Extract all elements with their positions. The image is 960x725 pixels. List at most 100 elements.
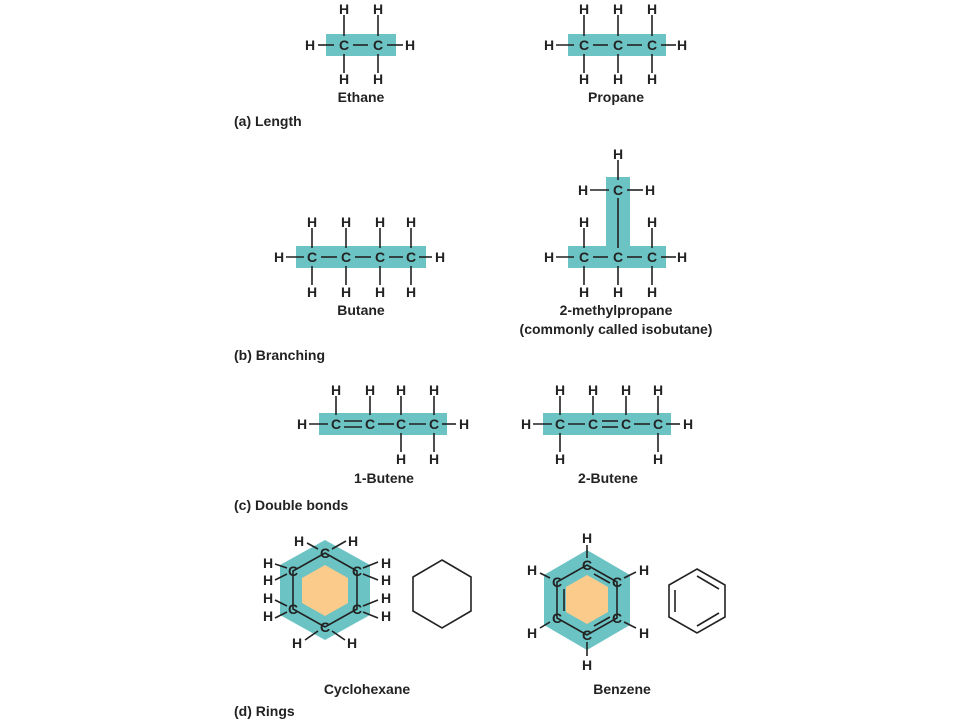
atom-h: H xyxy=(588,382,598,398)
atom-h: H xyxy=(555,382,565,398)
atom-h: H xyxy=(263,590,273,606)
isobutane-label-line2: (commonly called isobutane) xyxy=(520,321,713,337)
atom-c: C xyxy=(653,416,663,432)
atom-h: H xyxy=(348,533,358,549)
atom-c: C xyxy=(613,182,623,198)
atom-c: C xyxy=(612,574,622,590)
atom-h: H xyxy=(653,382,663,398)
atom-h: H xyxy=(647,1,657,17)
atom-c: C xyxy=(352,563,362,579)
atom-h: H xyxy=(381,590,391,606)
isobutane-label-line1: 2-methylpropane xyxy=(560,302,673,318)
benzene-structure: C C C C C C H H H H H H xyxy=(527,530,649,673)
atom-h: H xyxy=(341,214,351,230)
atom-h: H xyxy=(396,382,406,398)
atom-h: H xyxy=(647,71,657,87)
atom-c: C xyxy=(579,249,589,265)
atom-h: H xyxy=(613,284,623,300)
cyclohexane-skeletal-hexagon xyxy=(412,559,472,629)
atom-c: C xyxy=(331,416,341,432)
atom-h: H xyxy=(307,214,317,230)
atom-h: H xyxy=(263,555,273,571)
atom-h: H xyxy=(579,214,589,230)
atom-h: H xyxy=(578,182,588,198)
atom-c: C xyxy=(588,416,598,432)
isobutane-structure: H H C H H H H C C C H H H H 2-methylprop… xyxy=(520,146,713,337)
atom-h: H xyxy=(381,608,391,624)
section-double-bonds-label: (c) Double bonds xyxy=(234,497,349,513)
atom-c: C xyxy=(307,249,317,265)
atom-h: H xyxy=(297,416,307,432)
atom-h: H xyxy=(639,562,649,578)
cyclohexane-label: Cyclohexane xyxy=(324,681,411,697)
atom-h: H xyxy=(396,451,406,467)
cyclohexane-ring-bonds xyxy=(292,552,358,628)
atom-c: C xyxy=(612,610,622,626)
cyclohexane-structure: C C C C C C H H H H H H H H H H H H xyxy=(263,533,391,651)
atom-h: H xyxy=(294,533,304,549)
atom-h: H xyxy=(527,562,537,578)
atom-h: H xyxy=(429,382,439,398)
atom-h: H xyxy=(613,71,623,87)
atom-h: H xyxy=(582,530,592,546)
atom-h: H xyxy=(307,284,317,300)
atom-h: H xyxy=(647,214,657,230)
section-branching-label: (b) Branching xyxy=(234,347,325,363)
propane-structure: H C C C H H H H H H H Propane xyxy=(544,1,687,105)
atom-h: H xyxy=(375,214,385,230)
atom-h: H xyxy=(373,71,383,87)
atom-h: H xyxy=(341,284,351,300)
atom-c: C xyxy=(582,557,592,573)
atom-h: H xyxy=(579,71,589,87)
atom-h: H xyxy=(365,382,375,398)
atom-c: C xyxy=(352,601,362,617)
atom-c: C xyxy=(555,416,565,432)
atom-h: H xyxy=(521,416,531,432)
atom-c: C xyxy=(396,416,406,432)
atom-h: H xyxy=(381,555,391,571)
2-butene-structure: H C C C C H H H H H H H 2-Butene xyxy=(521,382,693,486)
benzene-ring-bonds xyxy=(556,564,618,636)
atom-c: C xyxy=(341,249,351,265)
1-butene-structure: H C C C C H H H H H H H 1-Butene xyxy=(297,382,469,486)
atom-h: H xyxy=(527,625,537,641)
cyclohexane-ring-fill xyxy=(302,565,348,616)
atom-h: H xyxy=(677,249,687,265)
atom-h: H xyxy=(621,382,631,398)
atom-c: C xyxy=(320,619,330,635)
atom-h: H xyxy=(331,382,341,398)
atom-h: H xyxy=(373,1,383,17)
atom-h: H xyxy=(347,635,357,651)
atom-h: H xyxy=(582,657,592,673)
atom-h: H xyxy=(406,284,416,300)
atom-c: C xyxy=(621,416,631,432)
section-rings-label: (d) Rings xyxy=(234,703,295,719)
atom-c: C xyxy=(406,249,416,265)
atom-h: H xyxy=(647,284,657,300)
atom-c: C xyxy=(552,574,562,590)
atom-h: H xyxy=(339,71,349,87)
atom-c: C xyxy=(375,249,385,265)
atom-h: H xyxy=(263,572,273,588)
atom-h: H xyxy=(429,451,439,467)
atom-c: C xyxy=(365,416,375,432)
butane-structure: H C C C C H H H H H H H H H Butane xyxy=(274,214,445,318)
1-butene-label: 1-Butene xyxy=(354,470,414,486)
atom-h: H xyxy=(613,1,623,17)
atom-h: H xyxy=(639,625,649,641)
benzene-label: Benzene xyxy=(593,681,651,697)
atom-h: H xyxy=(579,284,589,300)
atom-h: H xyxy=(435,249,445,265)
atom-h: H xyxy=(544,249,554,265)
butane-label: Butane xyxy=(337,302,385,318)
atom-c: C xyxy=(613,37,623,53)
atom-c: C xyxy=(552,610,562,626)
atom-c: C xyxy=(647,37,657,53)
atom-c: C xyxy=(582,627,592,643)
atom-h: H xyxy=(459,416,469,432)
atom-h: H xyxy=(405,37,415,53)
ethane-label: Ethane xyxy=(338,89,385,105)
2-butene-label: 2-Butene xyxy=(578,470,638,486)
benzene-ring-fill xyxy=(566,575,608,624)
